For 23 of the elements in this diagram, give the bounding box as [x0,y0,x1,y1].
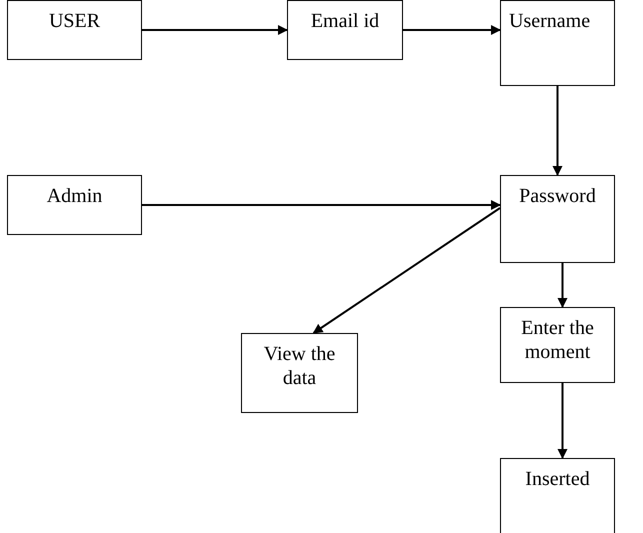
arrow [403,25,501,35]
box-label: Password [518,184,597,208]
process-box [500,458,615,533]
box-label: Admin [46,184,104,208]
box-label: Email id [310,9,380,33]
arrow [142,25,288,35]
arrow [558,383,568,459]
process-box [7,175,142,235]
box-label: Username [509,9,592,33]
process-box [500,175,615,263]
box-label: View the data [262,342,336,390]
arrow [558,263,568,308]
process-box [241,333,358,413]
box-label: USER [48,9,102,33]
process-box [7,0,142,60]
process-box [500,307,615,383]
process-box [287,0,403,60]
box-label: Enter the moment [520,316,595,364]
arrow [552,86,562,176]
arrow [312,207,501,334]
box-label: Inserted [524,467,591,491]
process-box [500,0,615,86]
arrow [142,200,501,210]
